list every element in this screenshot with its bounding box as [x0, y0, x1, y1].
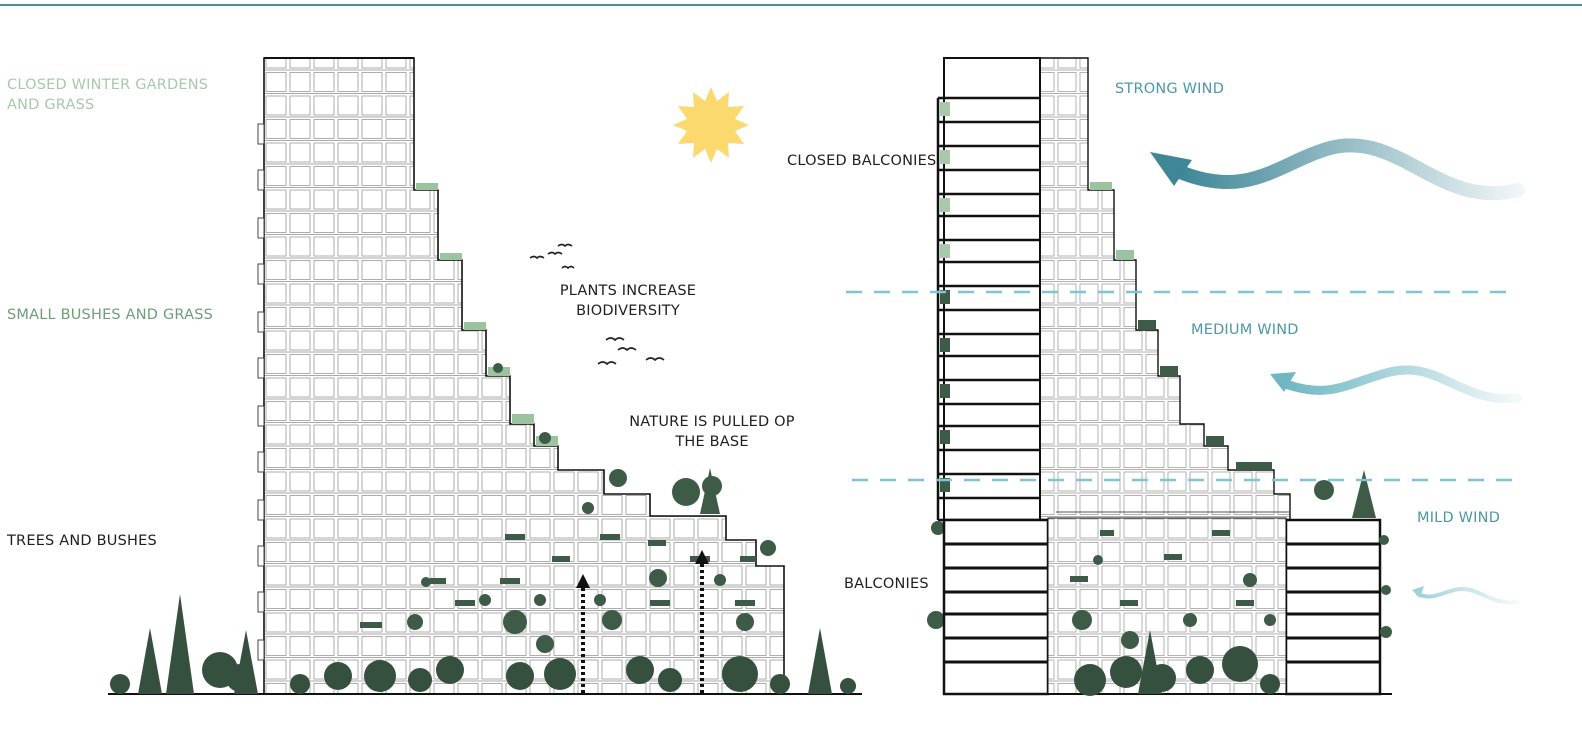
tree-icon	[1074, 630, 1280, 696]
left-balcony-tabs	[257, 123, 265, 661]
label-mild-wind: MILD WIND	[1417, 510, 1501, 526]
wind-arrow-icon	[1412, 586, 1520, 605]
balcony-shrubs	[927, 290, 950, 629]
label-nature-pulled: NATURE IS PULLED OP THE BASE	[629, 414, 795, 450]
wind-arrow-icon	[1150, 138, 1525, 201]
wind-arrow-icon	[1270, 365, 1523, 404]
label-medium-wind: MEDIUM WIND	[1191, 322, 1299, 338]
label-small-bushes: SMALL BUSHES AND GRASS	[7, 307, 214, 323]
winter-garden-plants	[940, 102, 950, 258]
arrow-up-icon	[576, 574, 590, 694]
balcony-block-left-bands	[944, 542, 1048, 664]
label-plants-biodiversity: PLANTS INCREASE BIODIVERSITY	[559, 283, 697, 319]
bird-icon	[529, 243, 665, 366]
label-trees-bushes: TREES AND BUSHES	[7, 533, 157, 549]
balcony-block-right-bands	[1286, 542, 1380, 664]
label-winter-gardens: CLOSED WINTER GARDENS AND GRASS	[7, 77, 209, 113]
label-strong-wind: STRONG WIND	[1115, 81, 1225, 97]
terrace-trees	[493, 363, 776, 556]
balcony-block-left	[942, 518, 1050, 696]
right-terrace-plants	[1090, 182, 1376, 518]
left-building-mass	[263, 57, 785, 695]
top-rule	[0, 4, 1582, 6]
left-building	[108, 57, 862, 695]
label-balconies: BALCONIES	[844, 576, 929, 592]
right-building	[927, 57, 1392, 696]
facade-greenery	[360, 502, 756, 653]
tree-icon	[110, 594, 856, 694]
arrow-up-icon	[695, 550, 709, 694]
closed-balcony-bands	[936, 96, 1040, 522]
label-closed-balconies: CLOSED BALCONIES	[787, 153, 937, 169]
sun-icon	[673, 87, 749, 163]
balcony-block-right	[1284, 518, 1382, 696]
right-facade-greenery	[1070, 530, 1392, 649]
